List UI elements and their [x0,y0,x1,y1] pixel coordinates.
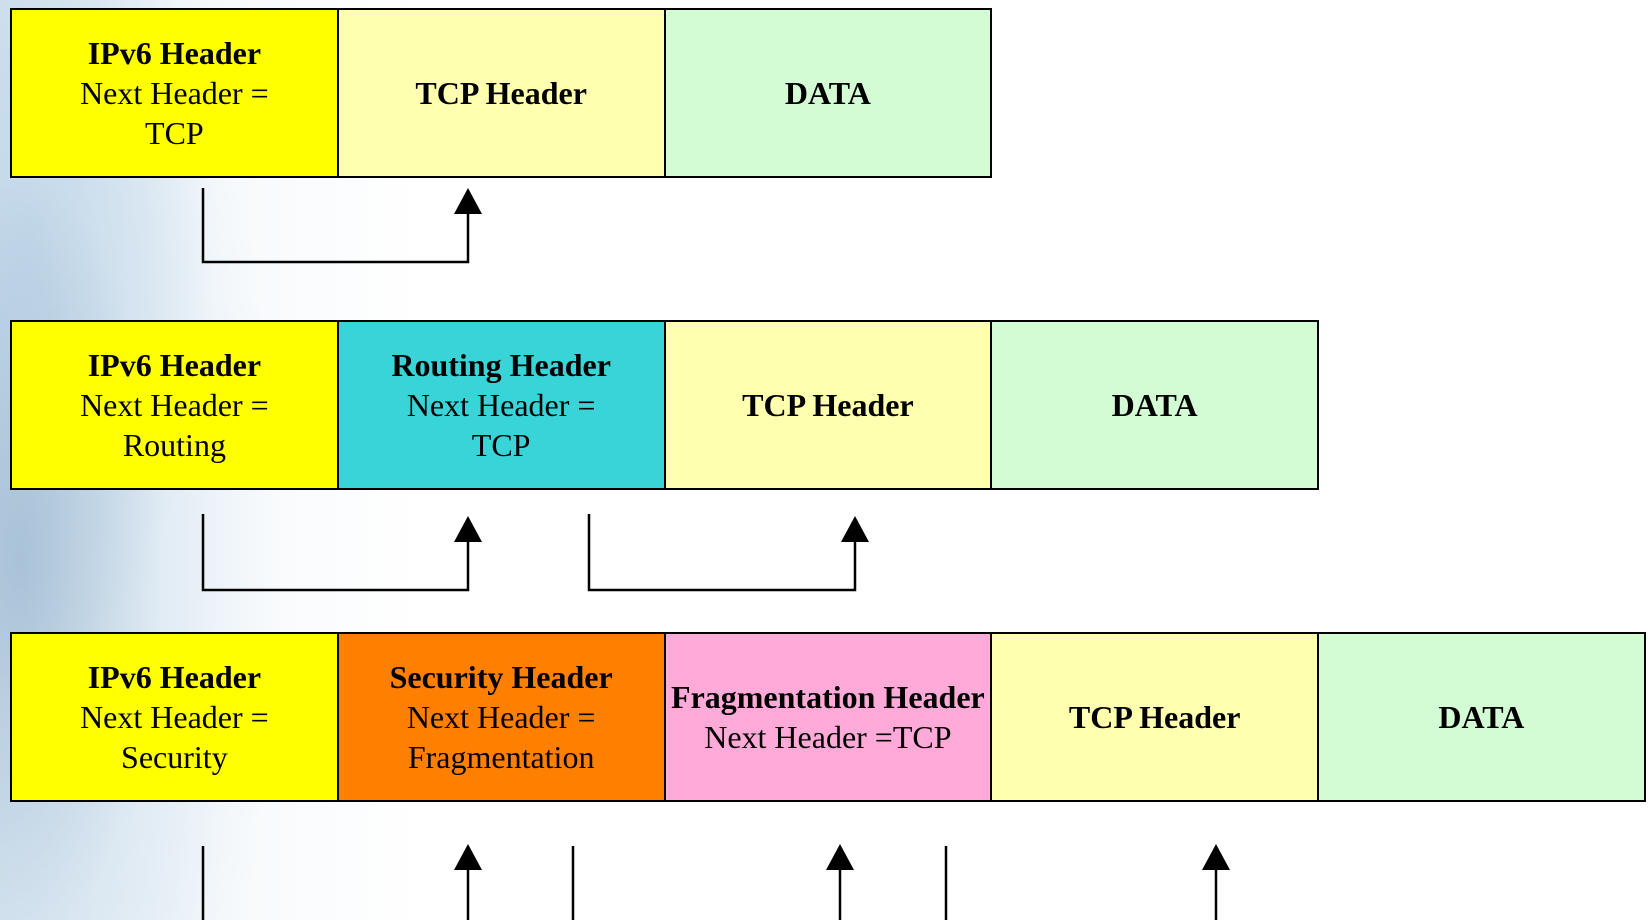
cell-line: Next Header = [80,387,269,423]
routing-header-cell: Routing Header Next Header = TCP [336,320,666,490]
cell-line: Fragmentation [407,739,595,775]
ipv6-header-cell: IPv6 Header Next Header = TCP [10,8,339,178]
cell-title: DATA [784,75,871,111]
cell-line: Next Header = [406,387,596,423]
cell-line: TCP [145,115,204,151]
connector-line [201,188,470,264]
data-cell: DATA [663,8,993,178]
packet-row-1: IPv6 Header Next Header = TCP TCP Header… [10,8,993,178]
cell-title: Fragmentation Header [671,679,985,715]
cell-title: IPv6 Header [87,659,262,695]
cell-line: Routing [122,427,226,463]
cell-title: TCP Header [1068,699,1241,735]
cell-line: Next Header = [406,699,596,735]
tcp-header-cell: TCP Header [990,632,1319,802]
ipv6-header-cell: IPv6 Header Next Header = Routing [10,320,339,490]
cell-title: TCP Header [742,387,914,423]
arrowhead-icon [826,844,854,870]
cell-line: Next Header =TCP [704,719,952,755]
ipv6-header-cell: IPv6 Header Next Header = Security [10,632,339,802]
arrowhead-icon [454,844,482,870]
cell-title: Routing Header [391,347,611,383]
cell-title: IPv6 Header [87,35,262,71]
cell-title: DATA [1438,699,1525,735]
connector-line [201,514,470,592]
arrowhead-icon [454,188,482,214]
connector-line [587,514,857,592]
arrowhead-icon [1202,844,1230,870]
security-header-cell: Security Header Next Header = Fragmentat… [336,632,666,802]
packet-row-2: IPv6 Header Next Header = Routing Routin… [10,320,1319,490]
data-cell: DATA [1317,632,1646,802]
arrowhead-icon [841,516,869,542]
cell-title: Security Header [389,659,613,695]
packet-row-3: IPv6 Header Next Header = Security Secur… [10,632,1646,802]
cell-line: Security [121,739,228,775]
cell-line: Next Header = [80,75,269,111]
cell-title: DATA [1111,387,1198,423]
arrowhead-icon [454,516,482,542]
fragmentation-header-cell: Fragmentation Header Next Header =TCP [663,632,993,802]
cell-line: Next Header = [80,699,269,735]
cell-title: IPv6 Header [87,347,262,383]
cell-line: TCP [471,427,531,463]
data-cell: DATA [990,320,1319,490]
cell-title: TCP Header [415,75,587,111]
